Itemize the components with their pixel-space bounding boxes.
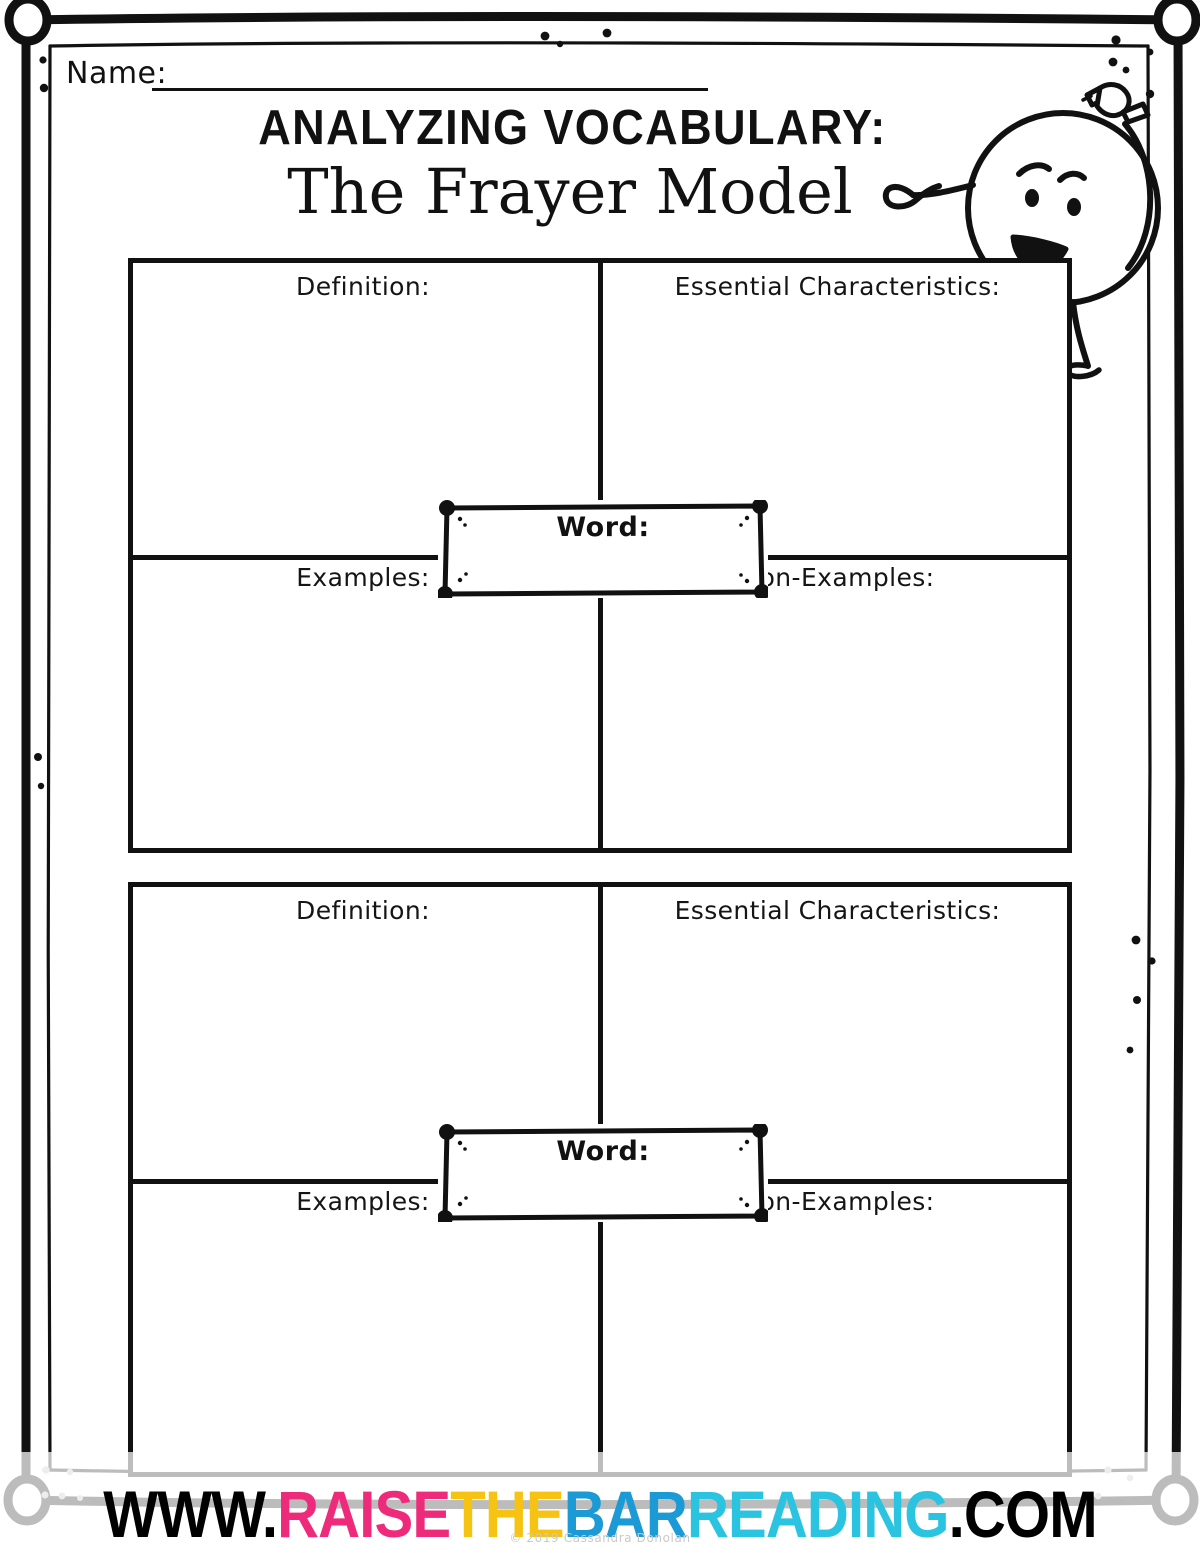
frayer-model-2: Definition: Essential Characteristics: E… (128, 882, 1072, 1477)
doodle-eyebrow-right (1057, 170, 1087, 183)
corner-ring-bottom-left (3, 1474, 51, 1526)
frayer-2-non-examples-area[interactable] (606, 1227, 1066, 1471)
name-write-line[interactable] (152, 88, 708, 91)
footer-url-part-3: BAR (563, 1477, 688, 1551)
footer-url-part-0: WWW. (103, 1477, 278, 1551)
corner-ring-top-left (4, 0, 52, 46)
name-label: Name: (66, 56, 168, 91)
frayer-1-label-definition: Definition: (296, 272, 430, 301)
pencil-icon (1081, 82, 1151, 125)
page-title-line2: The Frayer Model (287, 155, 853, 228)
frayer-2-examples-area[interactable] (134, 1227, 594, 1471)
doodle-eye-left (1025, 189, 1039, 207)
frayer-2-word-label: Word: (556, 1136, 650, 1167)
frayer-2-label-examples: Examples: (296, 1187, 430, 1216)
footer-url-part-2: THE (450, 1477, 564, 1551)
corner-ring-top-right (1153, 0, 1200, 46)
corner-ring-bottom-right (1151, 1474, 1199, 1526)
footer-url-part-1: RAISE (277, 1477, 451, 1551)
doodle-leg (1070, 299, 1091, 369)
frayer-1-word-label: Word: (556, 512, 650, 543)
frayer-1-non-examples-area[interactable] (606, 603, 1066, 847)
copyright-notice: © 2019 Cassandra Donolan (509, 1531, 691, 1545)
frayer-1-word-box[interactable]: Word: (438, 500, 768, 598)
footer-url-part-5: .COM (948, 1477, 1098, 1551)
ink-dot-decorations (34, 28, 1156, 1054)
frayer-1-label-non-examples: Non-Examples: (740, 563, 935, 592)
frayer-2-label-essential-characteristics: Essential Characteristics: (674, 896, 1001, 925)
frayer-model-1: Definition: Essential Characteristics: E… (128, 258, 1072, 853)
stick-figure-doodle (882, 82, 1161, 380)
page-title-line1: ANALYZING VOCABULARY: (258, 101, 887, 155)
frayer-2-word-box[interactable]: Word: (438, 1124, 768, 1222)
frayer-1-examples-area[interactable] (134, 603, 594, 847)
doodle-eye-right (1067, 198, 1081, 216)
footer-website-url: WWW.RAISETHEBARREADING.COM (72, 1476, 1128, 1552)
doodle-arm-left (910, 182, 976, 199)
doodle-eyebrow-left (1016, 162, 1052, 177)
frayer-1-label-essential-characteristics: Essential Characteristics: (674, 272, 1001, 301)
doodle-hand-loop (882, 183, 942, 210)
doodle-arm-right (1122, 121, 1154, 271)
frayer-1-label-examples: Examples: (296, 563, 430, 592)
footer-url-part-4: READING (686, 1477, 950, 1551)
frayer-2-label-non-examples: Non-Examples: (740, 1187, 935, 1216)
frayer-2-label-definition: Definition: (296, 896, 430, 925)
